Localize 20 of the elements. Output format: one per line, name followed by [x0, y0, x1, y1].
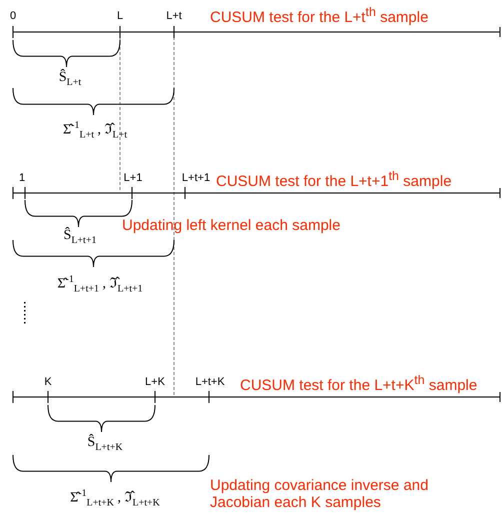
math-label: Ŝ$_{L+t+1}$ [64, 228, 96, 246]
tick-label: L+t+K [195, 376, 225, 388]
annotation-text: Updating covariance inverse and Jacobian each K samples [210, 478, 430, 511]
annotation-text: CUSUM test for the L+t+1$^{th}$ sample [216, 170, 452, 190]
tick-label: K [44, 376, 52, 388]
math-label: Σ̂$^{-1}$$_{L+t+K}$ , ℑ̂$_{L+t+K}$ [70, 488, 160, 508]
tick-label: 1 [18, 172, 26, 184]
tick-label: L+t [166, 10, 182, 22]
tick-label: L+t+1 [182, 172, 210, 184]
math-label: Ŝ$_{L+t+K}$ [87, 435, 123, 453]
math-label: Ŝ$_{L+t}$ [58, 70, 82, 88]
annotation-text: CUSUM test for the L+t$^{th}$ sample [210, 6, 428, 26]
tick-label: L+1 [124, 172, 142, 184]
annotation-text: Updating left kernel each sample [122, 218, 340, 234]
annotation-text: CUSUM test for the L+t+K$^{th}$ sample [240, 374, 478, 394]
math-label: Σ̂$^{-1}$$_{L+t+1}$ , ℑ̂$_{L+t+1}$ [57, 274, 143, 294]
tick-label: L [116, 10, 124, 22]
tick-label: 0 [10, 10, 16, 22]
math-label: Σ̂$^{-1}$$_{L+t}$ , ℑ̂$_{L+t}$ [62, 120, 128, 140]
tick-label: L+K [145, 376, 165, 388]
